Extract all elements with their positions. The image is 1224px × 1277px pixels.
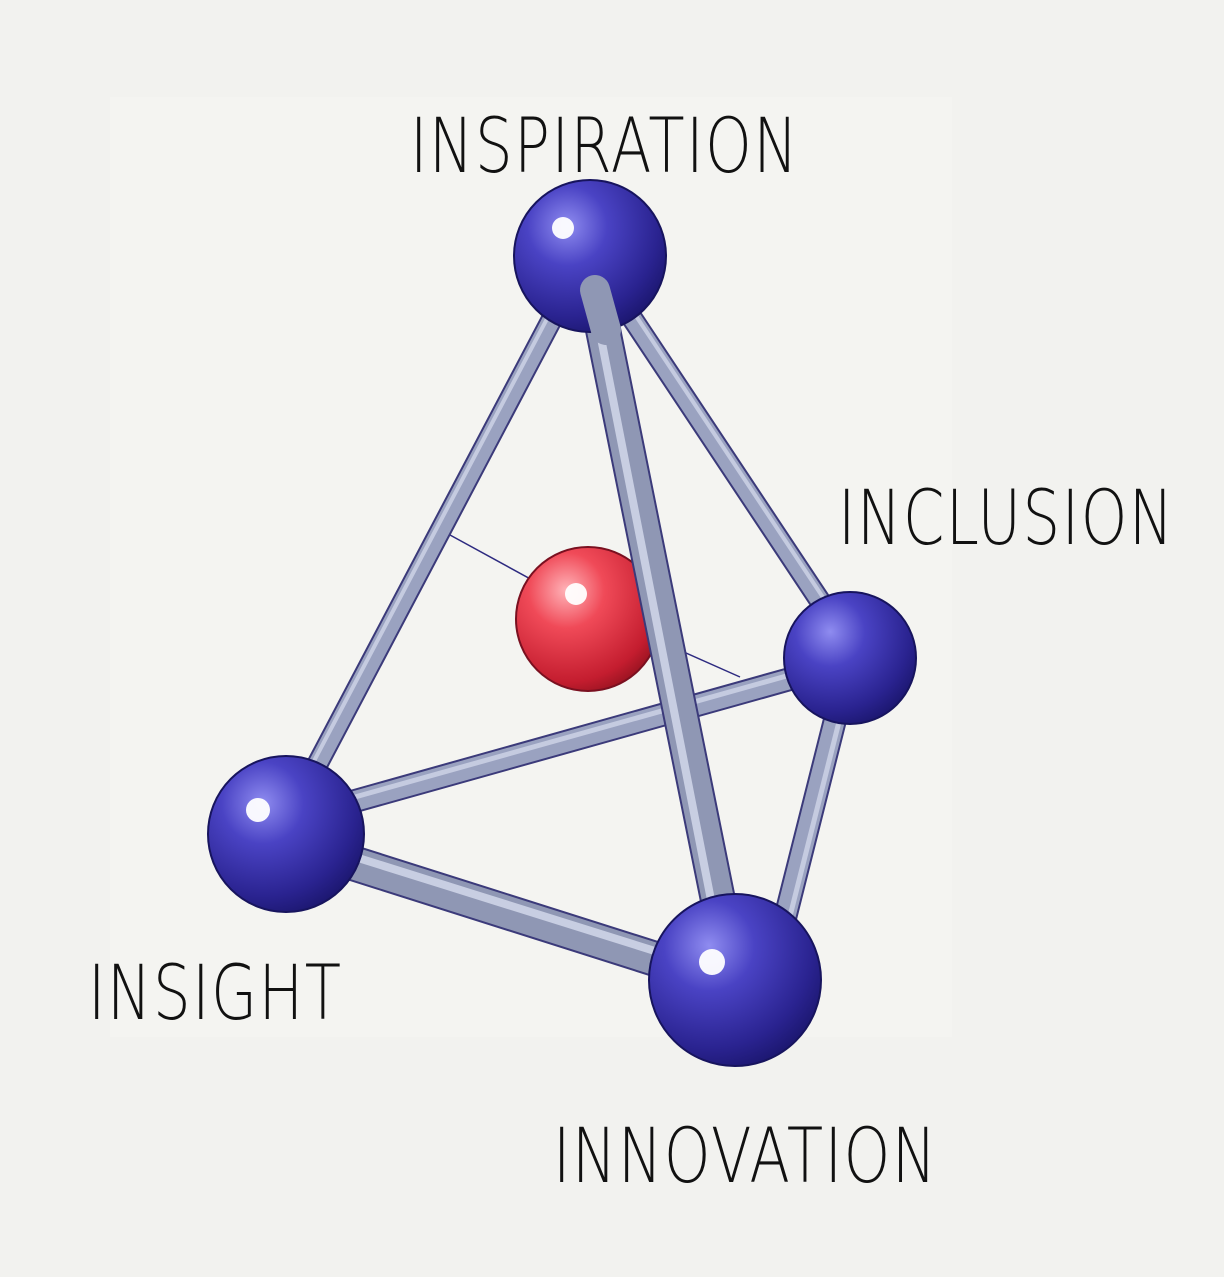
inspiration-sphere	[513, 179, 667, 345]
rod-left-bottom	[300, 834, 708, 988]
inclusion-sphere	[783, 591, 917, 725]
rod-top-bottom	[577, 272, 738, 928]
insight-sphere	[207, 755, 365, 913]
innovation-sphere	[648, 893, 822, 1067]
label-innovation: INNOVATION	[553, 1111, 938, 1200]
rod-top-left	[297, 289, 573, 793]
rod-right-bottom	[770, 680, 854, 942]
center-sphere	[515, 546, 661, 692]
rod-left-right	[318, 660, 827, 820]
label-inspiration: INSPIRATION	[410, 101, 800, 190]
label-inclusion: INCLUSION	[838, 473, 1175, 562]
label-insight: INSIGHT	[88, 948, 343, 1037]
rod-top-right	[609, 289, 849, 639]
